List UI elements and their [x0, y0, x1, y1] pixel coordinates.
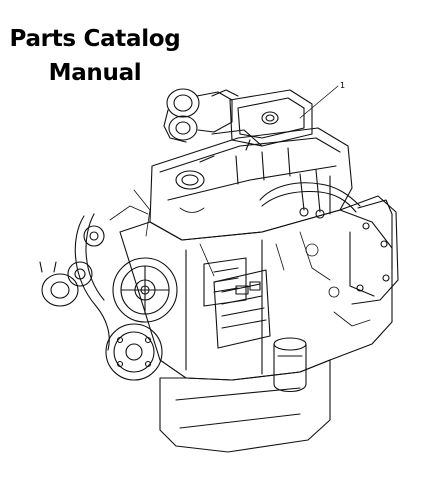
callout-number: 1	[340, 81, 346, 90]
damper-pulley	[105, 323, 163, 381]
page-title: Parts Catalog Manual	[0, 22, 190, 90]
fuel-lines	[259, 169, 361, 219]
alternator	[39, 261, 79, 307]
title-line-1: Parts Catalog	[9, 26, 181, 52]
drive-belt	[67, 213, 110, 351]
title-line-2: Manual	[48, 60, 142, 86]
callout-leader	[299, 85, 339, 119]
valve-cover	[211, 89, 313, 147]
flywheel-housing	[339, 195, 399, 305]
crank-pulley	[112, 257, 178, 323]
cylinder-head	[149, 127, 353, 241]
ecu-module	[213, 269, 271, 349]
engine-block	[119, 209, 393, 381]
oil-pan	[159, 359, 331, 453]
turbocharger	[163, 88, 239, 143]
oil-filter	[273, 337, 307, 393]
detail-lines	[109, 189, 371, 327]
